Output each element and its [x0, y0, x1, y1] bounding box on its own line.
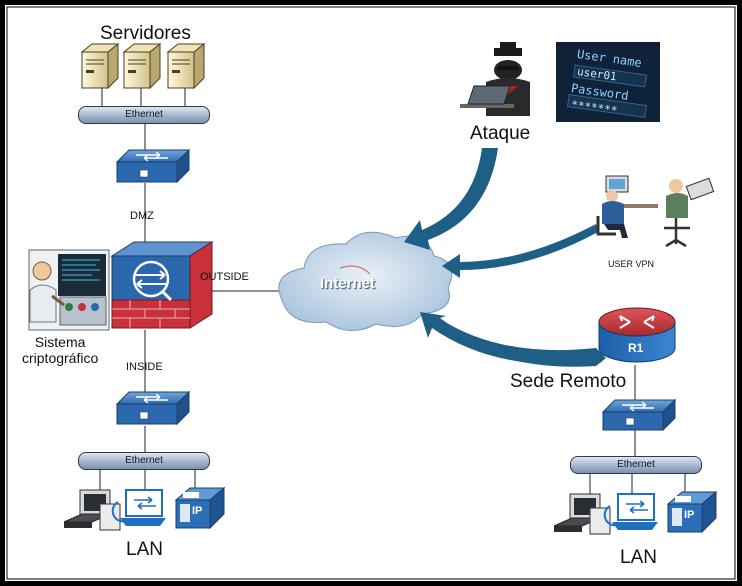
server-icon: [80, 42, 120, 90]
laptop-icon: [603, 493, 658, 530]
pc-icon: [63, 489, 121, 531]
servers-label: Servidores: [100, 23, 191, 44]
arrow-remote-site: [420, 312, 606, 367]
server-icon: [166, 42, 206, 90]
internet-label: Internet: [320, 275, 376, 292]
ethernet-label: Ethernet: [125, 455, 163, 466]
ethernet-label: Ethernet: [125, 109, 163, 120]
laptop-icon: [111, 489, 166, 526]
ethernet-bar-lan: Ethernet: [78, 452, 210, 470]
outside-label: OUTSIDE: [200, 271, 249, 283]
attack-label: Ataque: [470, 123, 531, 144]
login-screen-icon: [556, 42, 660, 122]
lan-right-label: LAN: [620, 547, 657, 568]
ip-phone-icon: [174, 486, 226, 530]
workstation-icon: [596, 175, 715, 248]
inner-border: [6, 6, 736, 580]
router-icon: [598, 307, 676, 363]
ip-phone-label-right: IP: [684, 509, 695, 521]
lan-left-label: LAN: [126, 539, 163, 560]
arrow-attack: [404, 148, 498, 250]
switch-icon: [115, 148, 191, 184]
pc-icon: [553, 493, 611, 535]
server-icon: [122, 42, 162, 90]
firewall-icon: [110, 241, 214, 329]
ip-phone-icon: [666, 490, 718, 534]
inside-label: INSIDE: [126, 361, 163, 373]
connection-lines: [99, 88, 686, 494]
switch-icon: [115, 390, 191, 426]
switch-icon: [601, 398, 677, 432]
ethernet-bar-remote: Ethernet: [570, 456, 702, 474]
ethernet-bar-servers: Ethernet: [78, 106, 210, 124]
arrow-user-vpn: [442, 224, 598, 278]
ip-phone-label-left: IP: [192, 505, 203, 517]
router-label: R1: [628, 341, 644, 355]
operator-icon: [28, 249, 110, 331]
ethernet-label: Ethernet: [617, 459, 655, 470]
hacker-icon: [460, 42, 530, 116]
user-vpn-label: USER VPN: [608, 259, 655, 269]
crypto-system-label: Sistema criptográfico: [22, 334, 99, 366]
remote-site-label: Sede Remoto: [510, 371, 627, 392]
dmz-label: DMZ: [130, 210, 154, 222]
